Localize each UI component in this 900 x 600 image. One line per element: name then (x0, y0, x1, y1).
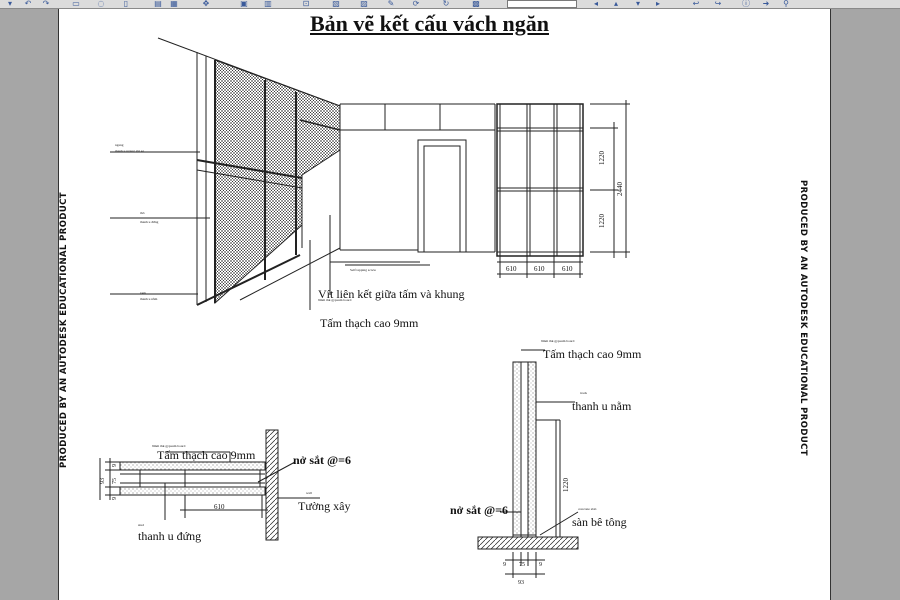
back-icon[interactable]: ↩ (692, 0, 700, 8)
label-small-top2: thanh u ngang giá só (115, 149, 144, 153)
print-icon[interactable]: ▭ (72, 0, 80, 8)
label-track: thanh u nằm (140, 296, 158, 301)
label-track-small: tanh (140, 291, 146, 295)
plan-dim-9b: 9 (112, 497, 118, 500)
markup-icon[interactable]: ▧ (332, 0, 340, 8)
vsec-floor: sàn bê tông (572, 515, 627, 529)
vsec-board: Tấm thạch cao 9mm (543, 347, 642, 361)
select-icon[interactable]: ▣ (240, 0, 248, 8)
right-gutter (831, 9, 900, 600)
save-icon[interactable]: ▦ (170, 0, 178, 8)
dim-610-c: 610 (562, 265, 573, 273)
redo-icon[interactable]: ↷ (42, 0, 50, 8)
vsec-dim-1220: 1220 (562, 478, 570, 493)
plan-bolt: nở sắt @=6 (293, 453, 351, 467)
measure-icon[interactable]: ⊡ (302, 0, 310, 8)
vsec-dim-9a: 9 (503, 562, 506, 568)
dim-610-b: 610 (534, 265, 545, 273)
plan-wall: Tường xây (298, 499, 351, 513)
pan-icon[interactable]: ✥ (202, 0, 210, 8)
label-stud: thanh u đứng (140, 220, 159, 224)
info-icon[interactable]: ⓘ (742, 0, 750, 8)
next-icon[interactable]: ➜ (762, 0, 770, 8)
viewer-toolbar: ▾ ↶ ↷ ▭ ◌ ▯ ▤ ▦ ✥ ▣ ▥ ⊡ ▧ ▨ ✎ ⟳ ↻ ▩ ◂ ▴ … (0, 0, 900, 9)
plan-dim-9a: 9 (112, 464, 118, 467)
forward-icon[interactable]: ▸ (655, 0, 660, 8)
label-screw-small: Self tapping screw (350, 268, 377, 272)
vsec-dim-75: 75 (519, 562, 525, 568)
vertical-section (477, 349, 579, 578)
rotate-icon[interactable]: ⟳ (412, 0, 420, 8)
highlight-icon[interactable]: ▨ (360, 0, 368, 8)
down-icon[interactable]: ▾ (635, 0, 640, 8)
zoom-input[interactable] (507, 0, 577, 8)
vsec-track: thanh u nằm (572, 399, 632, 413)
plan-dim-75: 75 (112, 478, 118, 484)
label-small-top: ngang (115, 143, 124, 147)
left-gutter (0, 9, 58, 600)
redo2-icon[interactable]: ↪ (714, 0, 722, 8)
prev-icon[interactable]: ◂ (593, 0, 598, 8)
plan-section (99, 429, 320, 541)
vsec-dim-9b: 9 (539, 562, 542, 568)
partition-elevation (110, 37, 630, 310)
vsec-board-small: 9mm thk gypsum board (541, 339, 575, 343)
label-stud-small: thô (140, 211, 145, 215)
vsec-bolt: nở sắt @=6 (450, 503, 508, 517)
sheet-edge (830, 9, 831, 600)
label-board: Tấm thạch cao 9mm (320, 316, 419, 330)
plan-board: Tấm thạch cao 9mm (157, 448, 256, 462)
label-screw: Vít liên kết giữa tấm và khung (318, 287, 464, 301)
paste-icon[interactable]: ▤ (154, 0, 162, 8)
dim-2440: 2440 (616, 182, 624, 197)
plan-dim-610: 610 (214, 503, 225, 511)
plan-stud: thanh u đứng (138, 529, 201, 543)
plan-dim-93: 93 (100, 478, 106, 484)
grid-icon[interactable]: ▩ (472, 0, 480, 8)
label-board-small: 9mm thk gypsum board (318, 298, 352, 302)
up-icon[interactable]: ▴ (613, 0, 618, 8)
zoom-icon[interactable]: ◌ (97, 0, 105, 8)
plan-wall-small: wall (306, 491, 312, 495)
vsec-floor-small: concrete slab (578, 507, 597, 511)
dim-1220-bottom: 1220 (598, 214, 606, 229)
search-icon[interactable]: ⚲ (783, 0, 789, 8)
pencil-icon[interactable]: ✎ (387, 0, 395, 8)
vsec-dim-93: 93 (518, 580, 524, 586)
dim-1220-top: 1220 (598, 151, 606, 166)
vsec-track-small: track (580, 391, 587, 395)
plan-board-small: 9mm thk gypsum board (152, 444, 186, 448)
dim-610-a: 610 (506, 265, 517, 273)
drawing-title: Bản vẽ kết cấu vách ngăn (310, 11, 549, 36)
refresh-icon[interactable]: ↻ (442, 0, 450, 8)
drawing-sheet[interactable] (58, 9, 832, 600)
copy-icon[interactable]: ▯ (123, 0, 129, 8)
undo-icon[interactable]: ↶ (24, 0, 32, 8)
layout-icon[interactable]: ▥ (264, 0, 272, 8)
plan-stud-small: stud (138, 523, 144, 527)
open-icon[interactable]: ▾ (7, 0, 12, 8)
